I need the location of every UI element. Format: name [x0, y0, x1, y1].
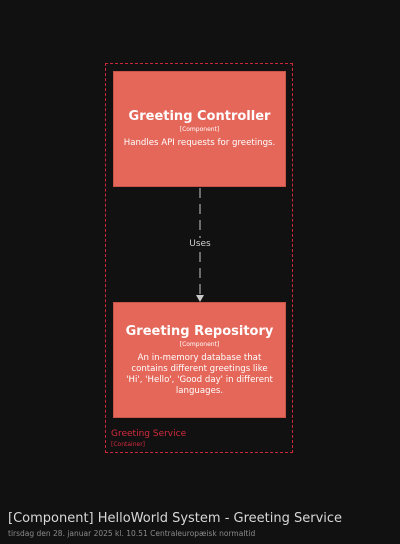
diagram-title: [Component] HelloWorld System - Greeting… — [8, 511, 343, 526]
boundary-type-label: [Container] — [111, 441, 146, 448]
component-description: An in-memory database that contains diff… — [126, 353, 273, 396]
component-title: Greeting Repository — [125, 324, 274, 339]
relationship-label: Uses — [182, 238, 218, 250]
component-description: Handles API requests for greetings. — [123, 138, 276, 148]
container-boundary — [105, 63, 293, 453]
component-greeting-repository[interactable]: Greeting Repository [Component] An in-me… — [113, 302, 286, 418]
boundary-label: Greeting Service — [111, 429, 187, 439]
component-type: [Component] — [179, 341, 220, 348]
diagram-timestamp: tirsdag den 28. januar 2025 kl. 10.51 Ce… — [8, 529, 256, 538]
arrow-head-icon — [196, 295, 204, 302]
component-greeting-controller[interactable]: Greeting Controller [Component] Handles … — [113, 71, 286, 187]
component-title: Greeting Controller — [128, 109, 271, 124]
component-type: [Component] — [179, 126, 220, 133]
